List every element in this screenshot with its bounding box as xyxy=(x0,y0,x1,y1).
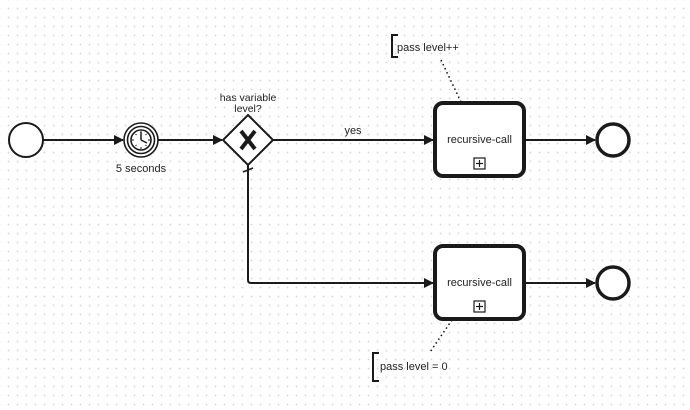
timer-label: 5 seconds xyxy=(116,163,167,175)
text-annotation-bottom[interactable] xyxy=(372,352,379,382)
default-flow-marker xyxy=(242,167,254,173)
gateway-label-line1: has variable xyxy=(220,92,277,104)
clock-icon xyxy=(130,129,152,151)
timer-event[interactable] xyxy=(123,122,159,158)
association-bottom[interactable] xyxy=(429,319,453,353)
text-annotation-top[interactable] xyxy=(391,34,398,58)
start-event[interactable] xyxy=(8,122,44,158)
subprocess-task-bottom[interactable] xyxy=(433,244,526,321)
gateway-label-line2: level? xyxy=(234,103,262,115)
subprocess-task-top[interactable] xyxy=(433,101,526,178)
annotation-text-bottom: pass level = 0 xyxy=(380,361,448,373)
flow-yes-label: yes xyxy=(344,125,362,137)
collapsed-subprocess-plus-icon xyxy=(473,300,486,313)
annotation-text-top: pass level++ xyxy=(397,42,459,54)
task-label-top: recursive-call xyxy=(447,134,512,146)
sequence-flow-default[interactable] xyxy=(242,165,434,288)
association-top[interactable] xyxy=(440,59,462,103)
x-icon xyxy=(239,129,257,151)
task-label-bottom: recursive-call xyxy=(447,277,512,289)
exclusive-gateway[interactable] xyxy=(221,113,275,167)
end-event-bottom[interactable] xyxy=(595,265,631,301)
end-event-top[interactable] xyxy=(595,122,631,158)
collapsed-subprocess-plus-icon xyxy=(473,157,486,170)
